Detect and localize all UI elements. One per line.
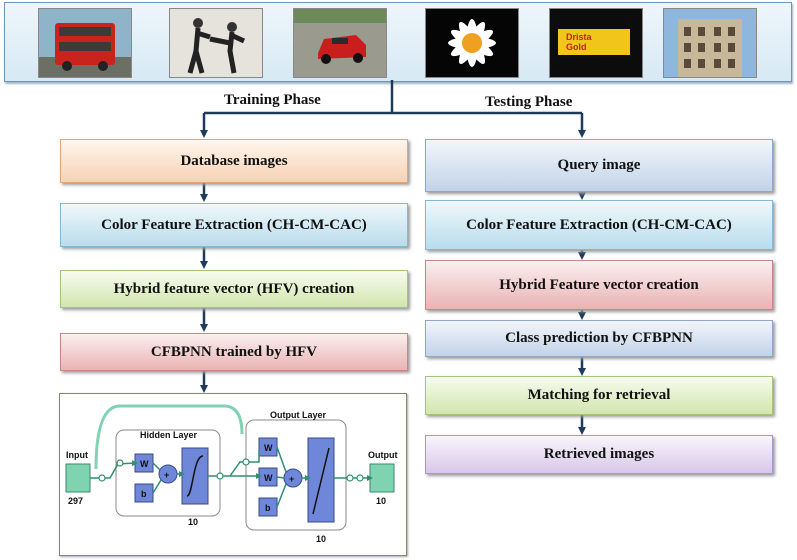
training-step-database-images: Database images xyxy=(60,139,408,183)
testing-step-class-prediction: Class prediction by CFBPNN xyxy=(425,320,773,357)
training-step-color-feature-extraction: Color Feature Extraction (CH-CM-CAC) xyxy=(60,203,408,247)
output-weight-label-2: W xyxy=(264,473,273,483)
testing-step-color-feature-extraction: Color Feature Extraction (CH-CM-CAC) xyxy=(425,200,773,250)
training-step-hfv-creation: Hybrid feature vector (HFV) creation xyxy=(60,270,408,308)
output-activation-line xyxy=(312,447,330,515)
input-label: Input xyxy=(66,450,88,460)
output-value: 10 xyxy=(376,496,386,506)
hidden-sum-symbol: + xyxy=(164,470,169,480)
output-sum-symbol: + xyxy=(289,474,294,484)
hidden-activation-node xyxy=(181,447,209,505)
testing-step-query-image: Query image xyxy=(425,139,773,192)
output-layer-size: 10 xyxy=(316,534,326,544)
hidden-size: 10 xyxy=(188,517,198,527)
thumbnail-race-car xyxy=(293,8,387,78)
cascade-connection xyxy=(94,404,244,470)
testing-step-matching: Matching for retrieval xyxy=(425,376,773,415)
thumbnail-martial-arts xyxy=(169,8,263,78)
hidden-layer-title: Hidden Layer xyxy=(140,430,198,440)
output-layer-title: Output Layer xyxy=(270,410,327,420)
neural-network-diagram: Input 297 Hidden Layer W b + 10 Output L… xyxy=(59,393,407,556)
hidden-weight-label: W xyxy=(140,459,149,469)
training-phase-label: Training Phase xyxy=(224,92,321,108)
output-weight-label-1: W xyxy=(264,443,273,453)
thumbnail-daisy xyxy=(425,8,519,78)
input-size: 297 xyxy=(68,496,83,506)
thumbnail-product-box: Drista Gold xyxy=(549,8,643,78)
input-node xyxy=(65,463,91,493)
output-bias-label: b xyxy=(265,503,271,513)
testing-step-hfv-creation: Hybrid Feature vector creation xyxy=(425,260,773,310)
thumbnail-building xyxy=(663,8,757,78)
network-junctions xyxy=(98,458,364,482)
hidden-activation-curve xyxy=(186,455,204,497)
output-node xyxy=(369,463,395,493)
thumbnail-bus xyxy=(38,8,132,78)
hidden-bias-label: b xyxy=(141,489,147,499)
sample-images-strip xyxy=(4,2,792,82)
testing-phase-label: Testing Phase xyxy=(485,94,573,110)
box-text-line1: Drista xyxy=(566,32,593,42)
box-text-line2: Gold xyxy=(566,42,587,52)
output-label: Output xyxy=(368,450,398,460)
testing-step-retrieved-images: Retrieved images xyxy=(425,435,773,474)
training-step-cfbpnn-trained: CFBPNN trained by HFV xyxy=(60,333,408,371)
